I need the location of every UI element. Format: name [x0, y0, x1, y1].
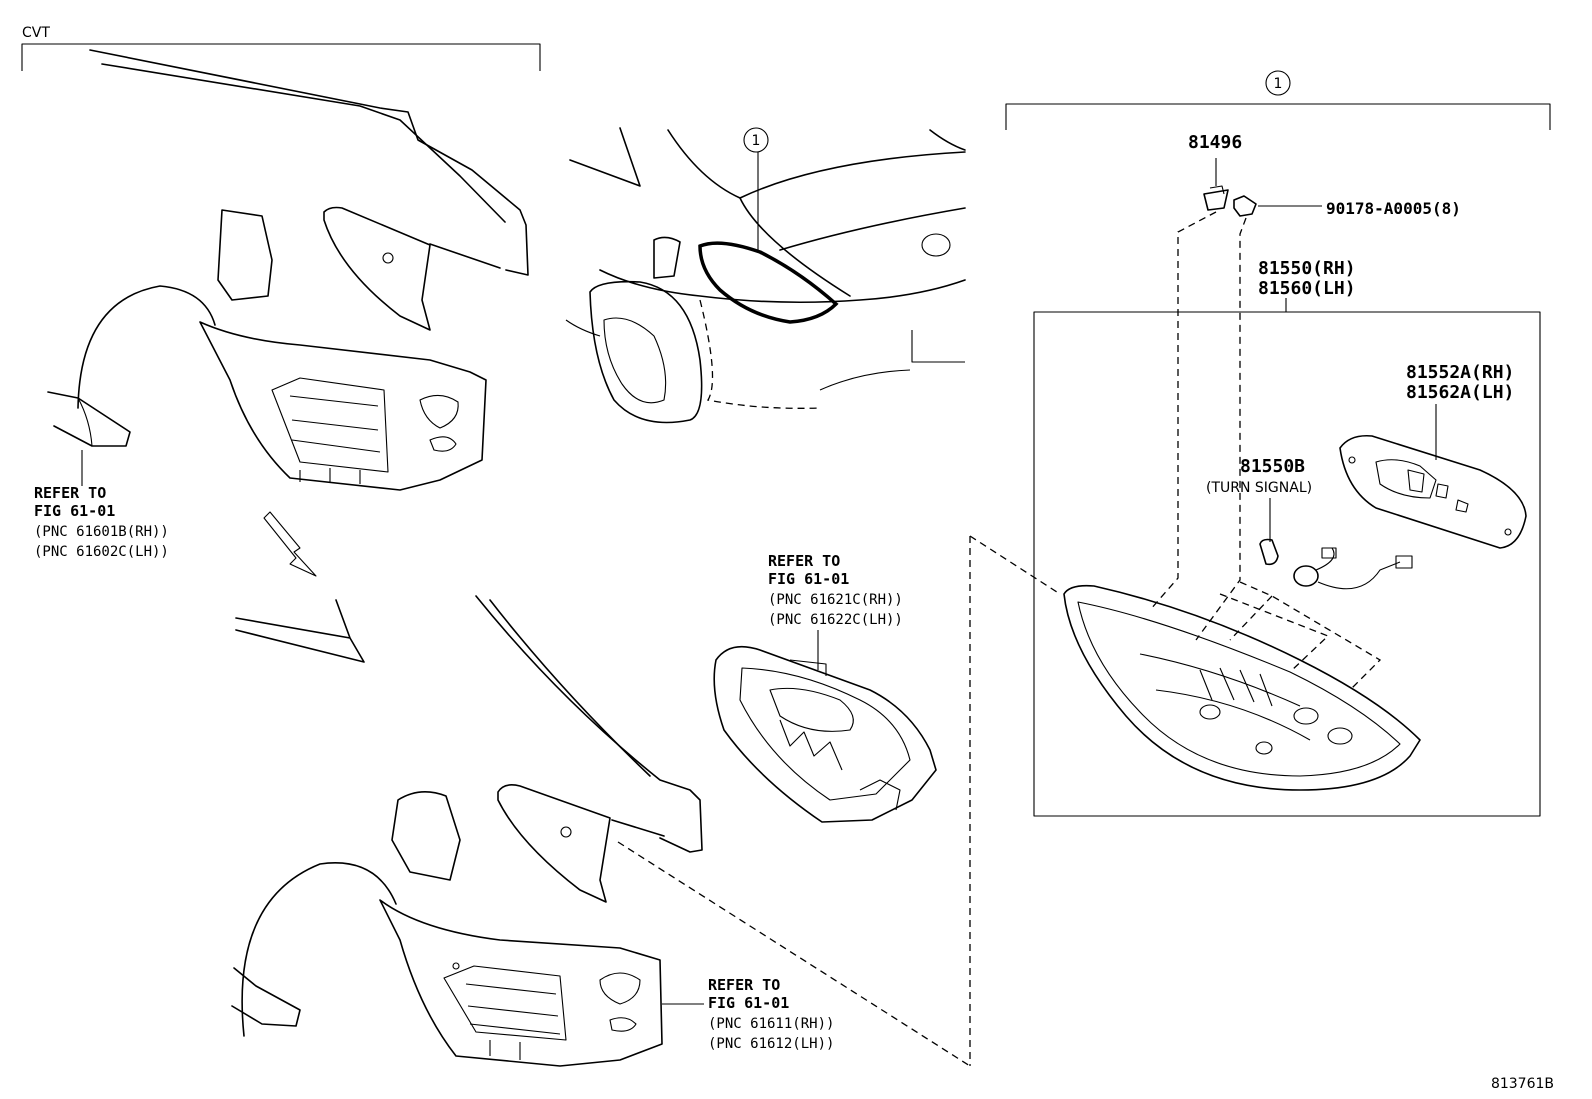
- part-81550b-label: 81550B: [1240, 456, 1305, 477]
- upper-quarter-panel-illustration: [47, 49, 529, 491]
- turn-signal-bulb: [1259, 538, 1279, 566]
- part-81496-label: 81496: [1188, 132, 1242, 153]
- bulb-socket-wire: [1293, 547, 1413, 590]
- refer-upper-left-line1: REFER TO: [34, 484, 106, 502]
- refer-lower-line1: REFER TO: [708, 976, 780, 994]
- refer-upper-left-line3: (PNC 61601B(RH)): [34, 524, 169, 540]
- refer-lower-line4: (PNC 61612(LH)): [708, 1036, 834, 1052]
- arrow-icon: [263, 511, 317, 577]
- refer-middle-line2: FIG 61-01: [768, 570, 849, 588]
- part-81550b-desc: (TURN SIGNAL): [1206, 480, 1312, 496]
- part-81552a-rh-label: 81552A(RH): [1406, 362, 1514, 383]
- clip-81496: [1203, 185, 1229, 211]
- assembly-bracket: [1005, 103, 1551, 130]
- nut-90178: [1233, 195, 1257, 217]
- lower-quarter-panel-illustration: [231, 595, 703, 1067]
- refer-lower-line2: FIG 61-01: [708, 994, 789, 1012]
- lamp-housing-illustration: [713, 645, 937, 823]
- callout-circle-assembly: 1: [1265, 70, 1291, 96]
- refer-middle-line3: (PNC 61621C(RH)): [768, 592, 903, 608]
- refer-lower-line3: (PNC 61611(RH)): [708, 1016, 834, 1032]
- lamp-socket-plate-illustration: [1339, 434, 1527, 549]
- refer-upper-left-line2: FIG 61-01: [34, 502, 115, 520]
- part-81560-lh-label: 81560(LH): [1258, 278, 1356, 299]
- part-90178-label: 90178-A0005(8): [1326, 199, 1461, 218]
- svg-text:1: 1: [752, 133, 761, 149]
- part-81550-rh-label: 81550(RH): [1258, 258, 1356, 279]
- svg-text:1: 1: [1274, 76, 1283, 92]
- refer-middle-line1: REFER TO: [768, 552, 840, 570]
- car-front-illustration: [565, 127, 966, 424]
- callout-circle-car: 1: [743, 127, 769, 153]
- section-label-cvt: CVT: [22, 25, 50, 41]
- cvt-bracket: [21, 43, 541, 71]
- part-81562a-lh-label: 81562A(LH): [1406, 382, 1514, 403]
- tail-lamp-assembly-box: [1033, 311, 1541, 817]
- tail-lamp-lens-illustration: [1063, 584, 1421, 791]
- refer-middle-line4: (PNC 61622C(LH)): [768, 612, 903, 628]
- refer-upper-left-line4: (PNC 61602C(LH)): [34, 544, 169, 560]
- drawing-number: 813761B: [1491, 1076, 1554, 1092]
